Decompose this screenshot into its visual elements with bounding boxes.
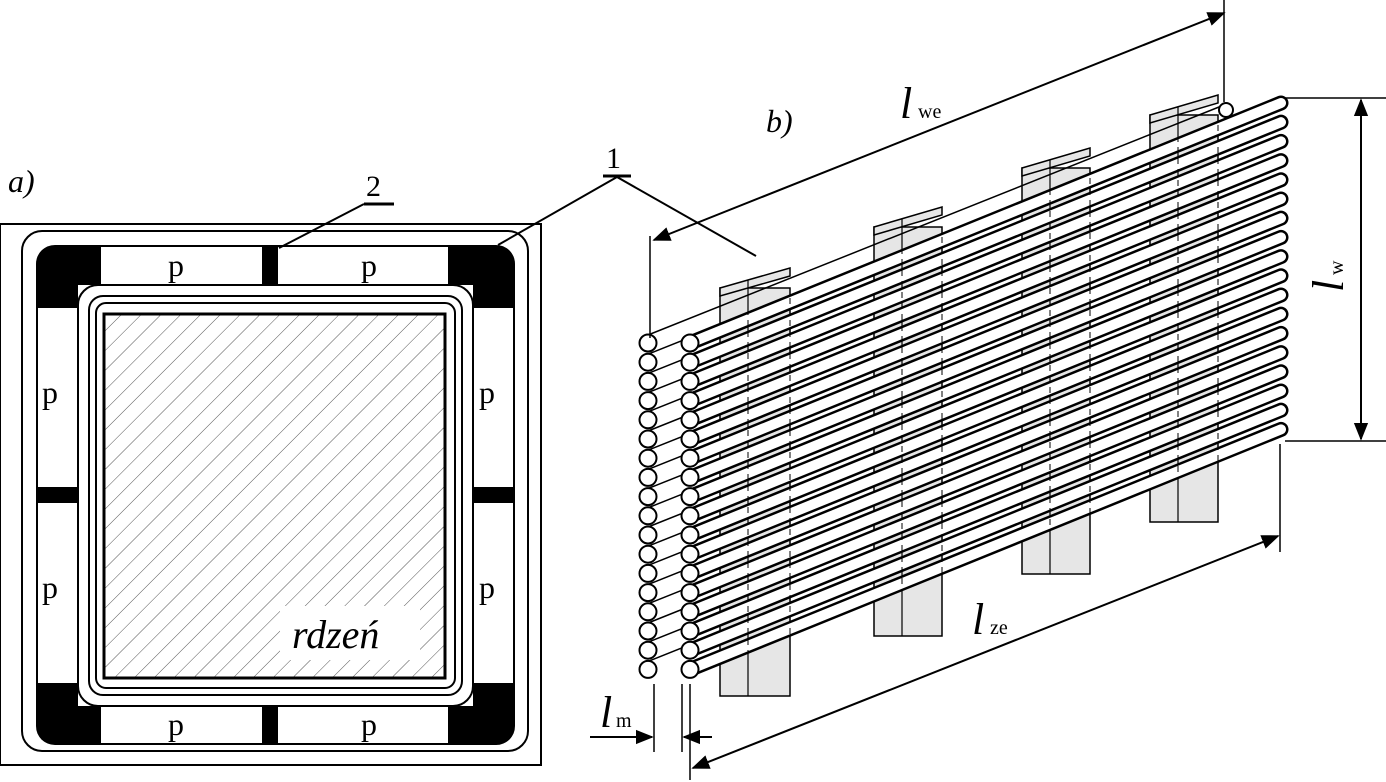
conductor-end <box>680 352 700 372</box>
dim-ze-line <box>691 535 1280 769</box>
conductor-end <box>638 640 658 660</box>
conductor-end <box>638 602 658 622</box>
core-label: rdzeń <box>292 612 379 657</box>
conductor-core <box>685 270 1286 521</box>
conductor-end <box>1218 102 1234 118</box>
conductor-end <box>680 448 700 468</box>
spacer-label: p <box>361 247 377 283</box>
winding-outline <box>21 230 529 752</box>
spacer-divider <box>37 487 78 503</box>
conductor-end <box>638 563 658 583</box>
panel-b: b) 1 l we l w l ze l m <box>497 0 1386 780</box>
spacer-label: p <box>42 374 58 410</box>
spacer-label: p <box>168 706 184 742</box>
conductor-end <box>638 333 658 353</box>
conductor-end <box>680 467 700 487</box>
spacer-label: p <box>42 569 58 605</box>
conductor-end <box>680 333 700 353</box>
spacer-label: p <box>479 569 495 605</box>
conductor-end <box>680 563 700 583</box>
conductor-end <box>680 506 700 526</box>
dim-we-sub: we <box>918 101 941 123</box>
panel-b-label: b) <box>766 103 793 139</box>
spacer-divider <box>262 706 278 744</box>
corner-block-bl <box>37 684 100 744</box>
dim-w-sub: w <box>1326 260 1348 275</box>
spacer-label: p <box>361 706 377 742</box>
spacer-label: p <box>479 374 495 410</box>
conductor-end <box>638 352 658 372</box>
conductor-end <box>680 410 700 430</box>
corner-block-tl <box>37 246 100 307</box>
dim-m-sub: m <box>616 710 632 732</box>
conductor-end <box>638 525 658 545</box>
spacer-divider <box>262 246 278 285</box>
corner-block-tr <box>449 246 514 307</box>
corner-block-br <box>449 684 514 744</box>
insulation-ring-mid <box>88 295 463 696</box>
conductor-end <box>680 371 700 391</box>
conductor-end <box>638 410 658 430</box>
dim-m-symbol: l <box>600 688 612 737</box>
conductor-end <box>638 448 658 468</box>
conductor-end <box>638 506 658 526</box>
dim-we-line <box>652 12 1226 241</box>
conductor-end <box>638 391 658 411</box>
conductor-end <box>680 544 700 564</box>
conductor-end <box>680 487 700 507</box>
conductor-end <box>638 371 658 391</box>
callout-2-leader <box>278 203 365 249</box>
conductor-end <box>680 429 700 449</box>
callout-1-label: 1 <box>606 142 621 175</box>
conductor-end <box>680 602 700 622</box>
callout-1-leader <box>616 176 757 257</box>
conductor-end <box>638 544 658 564</box>
conductor-stack <box>638 93 1289 697</box>
conductor-end <box>680 640 700 660</box>
conductor-end <box>638 487 658 507</box>
conductor-end <box>680 659 700 679</box>
conductor-end <box>680 583 700 603</box>
conductor-core <box>685 290 1286 540</box>
conductor-core <box>685 251 1286 502</box>
panel-a: a) rdzeń p p p p p p <box>0 163 542 766</box>
dim-w-symbol: l <box>1304 280 1353 292</box>
conductor-core <box>685 309 1286 560</box>
conductor-end <box>638 621 658 641</box>
conductor-end <box>680 525 700 545</box>
callout-1-leader <box>497 176 618 246</box>
dim-ze-sub: ze <box>990 617 1008 639</box>
outer-frame <box>0 223 542 766</box>
conductor-core <box>685 213 1286 464</box>
conductor-end <box>638 429 658 449</box>
conductor-core <box>685 328 1286 579</box>
conductor-end <box>638 659 658 679</box>
conductor-core <box>685 232 1286 483</box>
callout-2-label: 2 <box>366 170 381 203</box>
spacer-label: p <box>168 247 184 283</box>
spacer-bar-top <box>719 267 791 297</box>
dim-ze-symbol: l <box>972 595 984 644</box>
conductor-end <box>638 583 658 603</box>
conductor-end <box>638 467 658 487</box>
dim-we-symbol: l <box>900 79 912 128</box>
panel-a-label: a) <box>8 163 35 199</box>
spacer-divider <box>473 487 514 503</box>
conductor-end <box>680 391 700 411</box>
insulation-ring-inner <box>95 302 456 689</box>
conductor-end <box>680 621 700 641</box>
